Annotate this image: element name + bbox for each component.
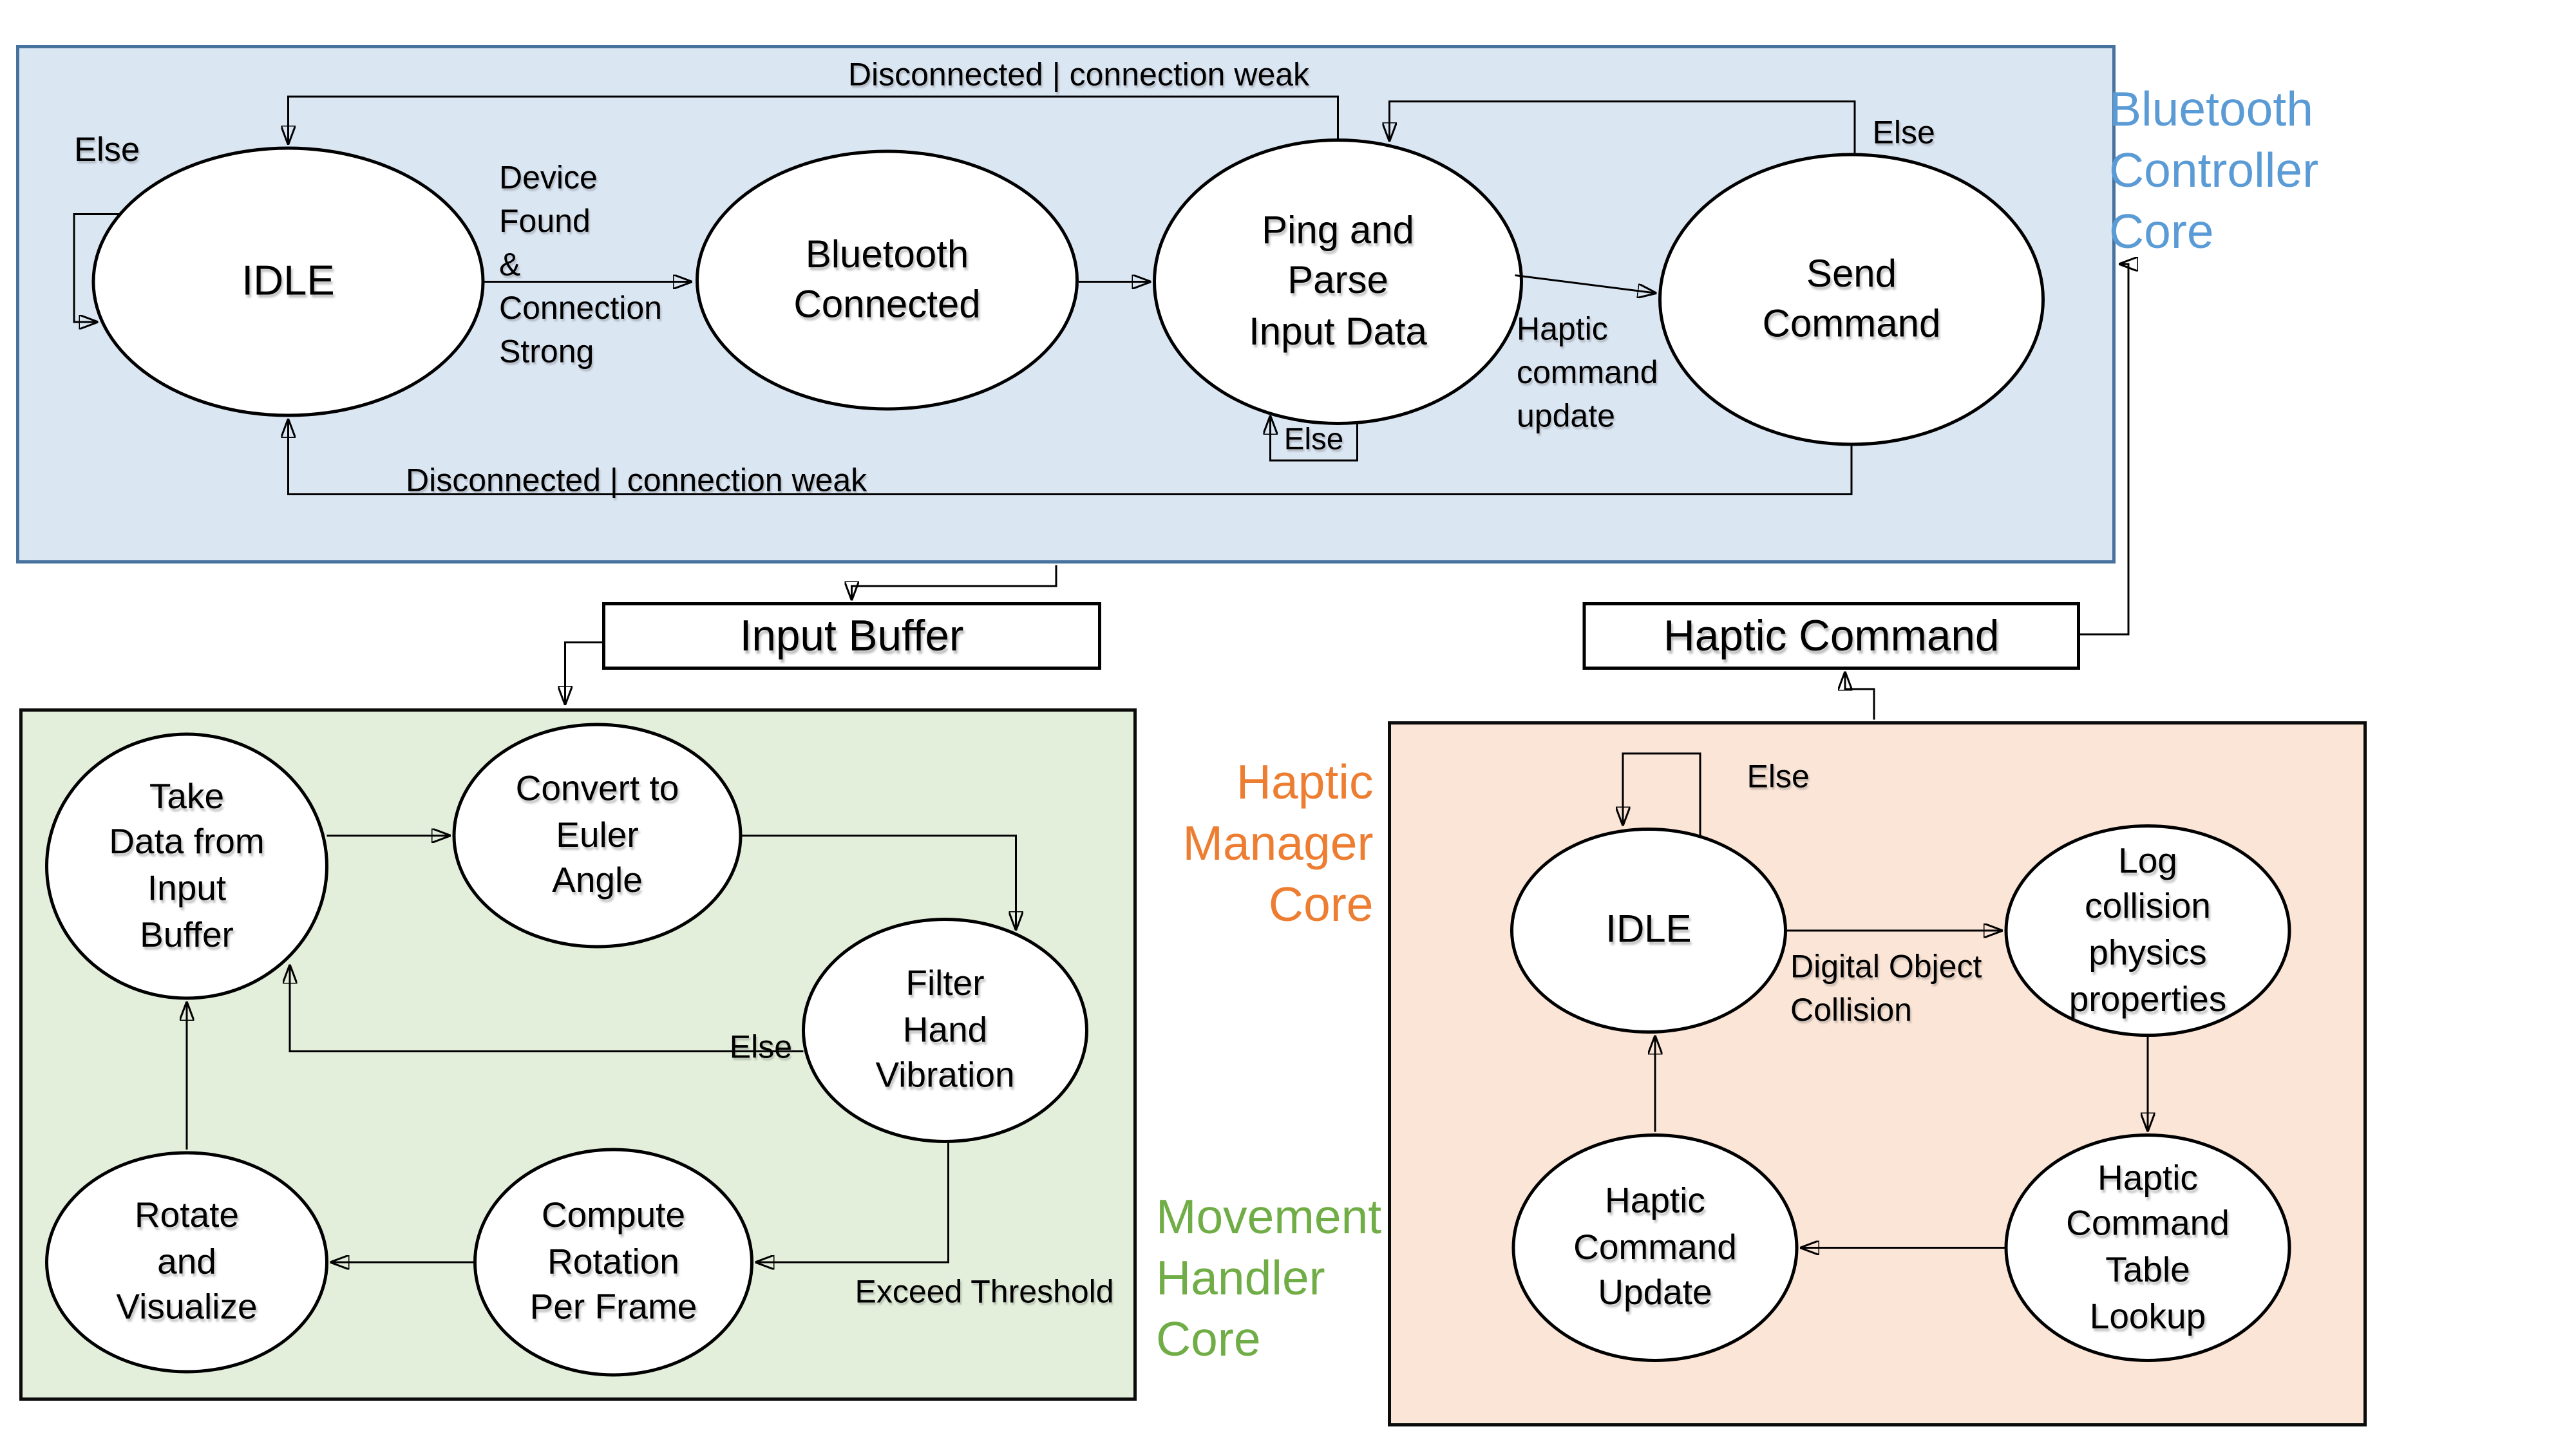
label-disconnected-bottom: Disconnected | connection weak bbox=[406, 464, 867, 499]
state-send-command-label: Send Command bbox=[1762, 252, 1941, 346]
state-log-collision-label: Log collision physics properties bbox=[2069, 840, 2227, 1019]
state-compute-rotation-label: Compute Rotation Per Frame bbox=[529, 1195, 697, 1327]
state-log-collision: Log collision physics properties bbox=[2004, 824, 2291, 1037]
input-buffer-label: Input Buffer bbox=[739, 611, 964, 659]
state-command-update: Haptic Command Update bbox=[1511, 1133, 1799, 1362]
state-take-data-label: Take Data from Input Buffer bbox=[109, 775, 265, 954]
state-rotate-visualize-label: Rotate and Visualize bbox=[116, 1195, 258, 1327]
state-command-update-label: Haptic Command Update bbox=[1573, 1180, 1737, 1313]
state-filter-vibration: Filter Hand Vibration bbox=[802, 918, 1088, 1143]
haptic-core-title: Haptic Manager Core bbox=[1182, 757, 1374, 933]
edge-haptic-to-haptic-command bbox=[1845, 673, 1875, 720]
state-take-data: Take Data from Input Buffer bbox=[45, 732, 328, 1000]
bluetooth-core-title: Bluetooth Controller Core bbox=[2109, 84, 2319, 260]
label-else-ping: Else bbox=[1283, 423, 1344, 458]
label-else-send: Else bbox=[1872, 116, 1935, 151]
state-filter-vibration-label: Filter Hand Vibration bbox=[875, 963, 1015, 1095]
state-table-lookup-label: Haptic Command Table Lookup bbox=[2066, 1157, 2230, 1336]
haptic-command-label: Haptic Command bbox=[1663, 611, 2000, 659]
state-ping-parse-label: Ping and Parse Input Data bbox=[1249, 209, 1427, 354]
state-rotate-visualize: Rotate and Visualize bbox=[45, 1151, 328, 1374]
state-table-lookup: Haptic Command Table Lookup bbox=[2004, 1133, 2291, 1362]
movement-core-title: Movement Handler Core bbox=[1156, 1191, 1382, 1367]
state-bt-idle-label: IDLE bbox=[242, 256, 335, 305]
state-haptic-idle: IDLE bbox=[1510, 828, 1787, 1034]
haptic-command-box: Haptic Command bbox=[1582, 602, 2080, 670]
input-buffer-box: Input Buffer bbox=[602, 602, 1101, 670]
label-digital-object-collision: Digital Object Collision bbox=[1790, 950, 1982, 1029]
state-convert-euler: Convert to Euler Angle bbox=[452, 723, 743, 949]
state-haptic-idle-label: IDLE bbox=[1605, 909, 1692, 952]
state-ping-parse: Ping and Parse Input Data bbox=[1153, 138, 1523, 425]
edge-input-buffer-to-movement bbox=[565, 641, 602, 704]
state-compute-rotation: Compute Rotation Per Frame bbox=[473, 1148, 753, 1377]
label-else-filter: Else bbox=[729, 1030, 792, 1066]
label-disconnected-top: Disconnected | connection weak bbox=[848, 58, 1310, 93]
label-device-found: Device Found & Connection Strong bbox=[499, 161, 662, 370]
edge-bluetooth-to-input-buffer bbox=[852, 565, 1057, 600]
state-bt-connected-label: Bluetooth Connected bbox=[793, 233, 981, 327]
state-bt-idle: IDLE bbox=[91, 146, 485, 417]
label-haptic-command-update: Haptic command update bbox=[1517, 312, 1658, 435]
label-exceed-threshold: Exceed Threshold bbox=[855, 1275, 1114, 1311]
state-send-command: Send Command bbox=[1658, 153, 2045, 446]
state-convert-euler-label: Convert to Euler Angle bbox=[515, 768, 679, 901]
label-else-idle: Else bbox=[74, 132, 140, 169]
state-bt-connected: Bluetooth Connected bbox=[696, 149, 1079, 411]
label-else-haptic-idle: Else bbox=[1747, 760, 1810, 795]
